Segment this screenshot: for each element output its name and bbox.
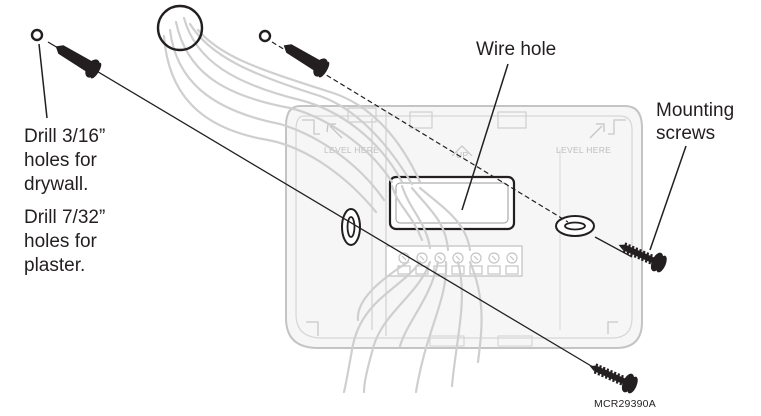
wall-plate-clip <box>306 321 319 336</box>
wall-plate-slot <box>497 111 527 129</box>
mounting-screws-label-line2: screws <box>656 123 716 144</box>
drywall-label-line1: Drill 3/16” <box>24 126 106 147</box>
screw-hole-left <box>341 208 361 246</box>
screw-hole-right <box>555 215 595 237</box>
wire <box>468 260 483 364</box>
drywall-label-line3: drywall. <box>24 174 89 195</box>
plaster-label-line1: Drill 7/32” <box>24 207 106 228</box>
guide-line-left <box>47 41 609 377</box>
up-marker-icon <box>451 145 473 157</box>
wall-plate-clip <box>607 321 618 334</box>
wire <box>356 260 410 322</box>
level-here-right-label: LEVEL HERE <box>556 145 611 155</box>
wall-plate-inner-outline <box>295 115 633 339</box>
wall-plate-clip <box>302 119 320 135</box>
wire <box>410 186 450 252</box>
leader-line-wire-hole <box>461 63 509 211</box>
wire <box>182 16 404 184</box>
mounting-screws-label-line1: Mounting <box>656 100 735 121</box>
wire <box>168 28 386 202</box>
plaster-label-line3: plaster. <box>24 255 86 276</box>
leader-line-drill <box>38 43 48 119</box>
wire-hole-label: Wire hole <box>476 39 557 60</box>
wire <box>450 260 463 388</box>
wall-plate-slot <box>409 111 433 129</box>
guide-line-right <box>594 236 633 258</box>
wire <box>188 22 414 186</box>
wire <box>390 184 424 242</box>
wire <box>414 260 448 394</box>
screw-top-left-icon <box>55 45 102 79</box>
level-here-left-label: LEVEL HERE <box>324 145 379 155</box>
level-arrow-right-icon <box>589 123 605 139</box>
leader-lines <box>38 43 687 251</box>
wall-plate: LEVEL HERE LEVEL HERE UP <box>285 105 643 349</box>
mounting-screw-bottom-icon <box>589 363 638 394</box>
wire-bundle-circle <box>156 4 204 52</box>
wire <box>418 186 472 252</box>
drywall-label-line2: holes for <box>24 150 97 171</box>
leader-line-mounting-screws <box>649 145 687 251</box>
wire <box>362 260 432 394</box>
wire-bundle <box>162 16 483 394</box>
wire <box>196 28 422 184</box>
drill-hole-left <box>30 28 44 42</box>
wall-plate-clip <box>608 119 626 135</box>
screw-top-middle-icon <box>283 44 330 78</box>
wire <box>174 20 394 184</box>
wall-plate-tab <box>429 335 465 347</box>
wire <box>400 184 432 250</box>
wire <box>342 260 422 394</box>
up-marker-label: UP <box>456 150 468 160</box>
wall-plate-tab <box>497 335 533 347</box>
part-number: MCR29390A <box>594 398 656 410</box>
terminal-block <box>385 245 523 277</box>
mounting-screw-right-icon <box>618 242 667 273</box>
plaster-label-line2: holes for <box>24 231 97 252</box>
wire <box>162 34 378 214</box>
drill-hole-right <box>258 29 272 43</box>
